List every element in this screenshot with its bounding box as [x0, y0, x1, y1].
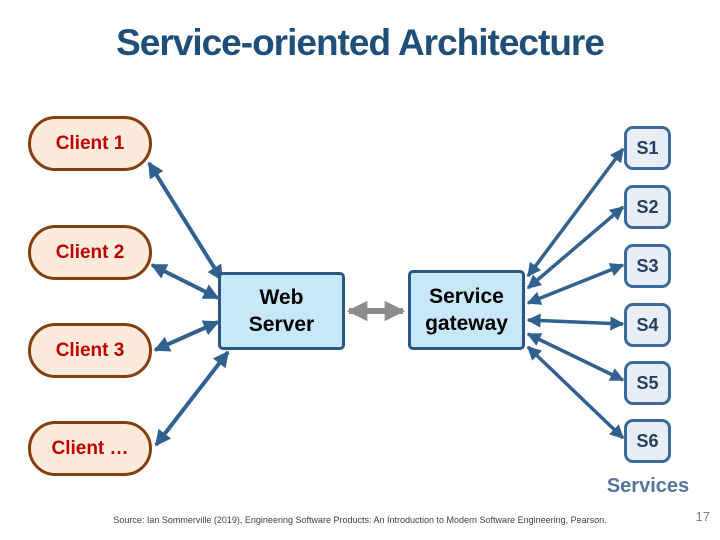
service-s3-node: S3	[624, 244, 671, 288]
connector-gateway-s6	[526, 345, 625, 440]
service-gateway-node: Service gateway	[408, 270, 525, 350]
service-s1-node: S1	[624, 126, 671, 170]
services-caption: Services	[606, 475, 690, 497]
service-s3-label: S3	[636, 255, 659, 276]
client-ellipsis-node: Client …	[28, 421, 152, 476]
web-server-label-line2: Server	[248, 313, 315, 336]
connector-gateway-s5	[526, 332, 625, 382]
page-title: Service-oriented Architecture	[116, 22, 605, 63]
page-number: 17	[695, 509, 710, 524]
service-s5-label: S5	[636, 372, 659, 393]
client-1-label: Client 1	[55, 132, 125, 154]
web-server-label-line1: Web	[259, 285, 304, 309]
client-1-node: Client 1	[28, 116, 152, 171]
service-s2-node: S2	[624, 185, 671, 229]
client-3-label: Client 3	[55, 339, 125, 361]
connector-client4-webserver	[154, 350, 230, 447]
connector-gateway-s3	[526, 263, 625, 305]
connector-client3-webserver	[153, 320, 220, 352]
web-server-node: Web Server	[218, 272, 345, 350]
connector-gateway-s1	[526, 147, 625, 278]
client-ellipsis-label: Client …	[51, 437, 129, 459]
client-3-node: Client 3	[28, 323, 152, 378]
service-s5-node: S5	[624, 361, 671, 405]
connector-client2-webserver	[150, 263, 220, 300]
service-s6-label: S6	[636, 430, 659, 451]
connector-gateway-s2	[526, 205, 625, 290]
client-2-node: Client 2	[28, 225, 152, 280]
client-2-label: Client 2	[55, 241, 125, 263]
service-s2-label: S2	[636, 196, 659, 217]
service-gateway-label-line1: Service	[429, 284, 504, 308]
service-s1-label: S1	[636, 137, 659, 158]
service-gateway-label-line2: gateway	[425, 312, 508, 335]
service-s6-node: S6	[624, 419, 671, 463]
connector-client1-webserver	[147, 161, 224, 282]
source-attribution: Source: Ian Sommerville (2019), Engineer…	[113, 515, 607, 525]
connector-gateway-s4	[526, 313, 625, 331]
service-s4-node: S4	[624, 303, 671, 347]
service-s4-label: S4	[636, 314, 659, 335]
